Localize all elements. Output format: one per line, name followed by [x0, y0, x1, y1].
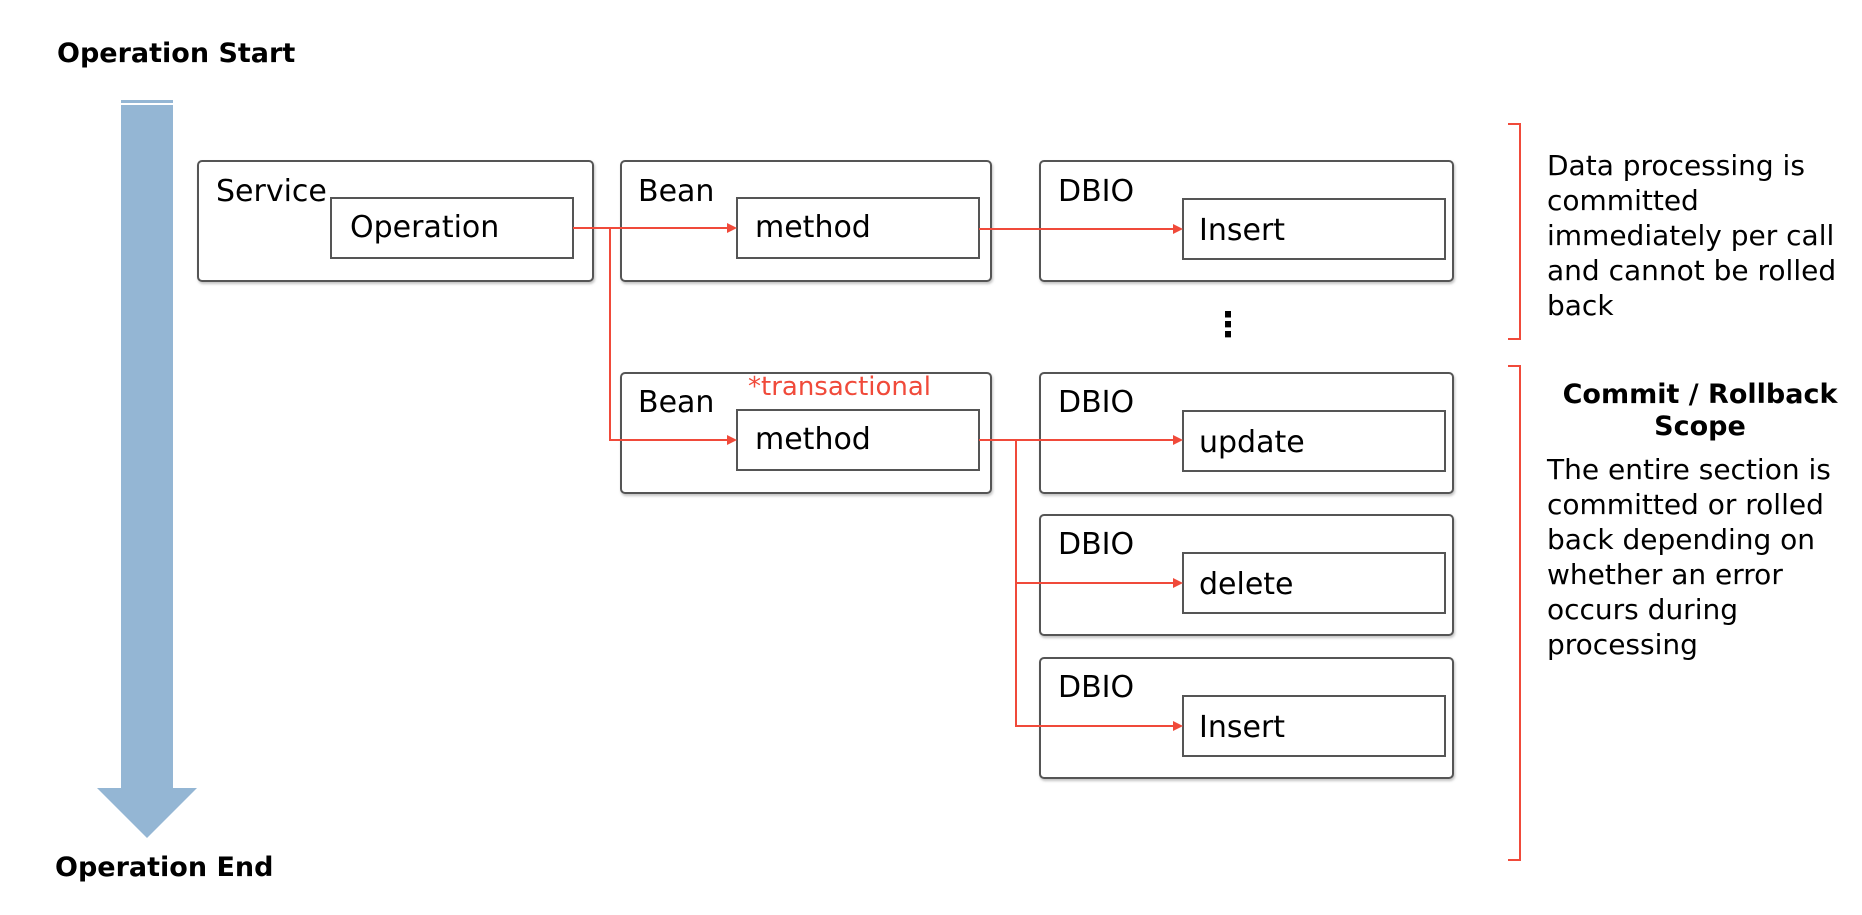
- insert-label-2: Insert: [1199, 710, 1286, 745]
- dbio-label-4: DBIO: [1058, 670, 1135, 705]
- delete-inner-box: [1182, 552, 1446, 614]
- method-label-top: method: [755, 210, 871, 245]
- flow-method-to-delete: [979, 439, 1183, 588]
- dbio-label-1: DBIO: [1058, 174, 1135, 209]
- flow-operation-to-method-bottom: [573, 227, 737, 445]
- update-inner-box: [1182, 410, 1446, 472]
- method-inner-box-top: [736, 197, 980, 259]
- service-label: Service: [216, 174, 327, 209]
- flow-method-to-insert-2: [1015, 583, 1183, 731]
- bean-label-bottom: Bean: [638, 385, 715, 420]
- scope-note: The entire section is committed or rolle…: [1547, 453, 1831, 661]
- method-inner-box-bottom: [736, 409, 980, 471]
- dbio-label-3: DBIO: [1058, 527, 1135, 562]
- operation-start-label: Operation Start: [57, 38, 296, 69]
- bracket-scope: [1508, 365, 1521, 861]
- bracket-immediate: [1508, 123, 1521, 340]
- transactional-annotation: *transactional: [748, 372, 932, 402]
- operation-end-label: Operation End: [55, 852, 274, 883]
- delete-label: delete: [1199, 567, 1294, 602]
- bean-label-top: Bean: [638, 174, 715, 209]
- immediate-commit-note: Data processing is committed immediately…: [1547, 149, 1837, 322]
- timeline-arrow: [97, 100, 197, 838]
- method-label-bottom: method: [755, 422, 871, 457]
- operation-label: Operation: [350, 210, 500, 245]
- ellipsis-icon: ⋮: [1211, 305, 1245, 345]
- insert-label-1: Insert: [1199, 213, 1286, 248]
- insert-inner-box-1: [1182, 198, 1446, 260]
- operation-inner-box: [330, 197, 574, 259]
- scope-title: Commit / Rollback Scope: [1562, 379, 1838, 442]
- dbio-label-2: DBIO: [1058, 385, 1135, 420]
- update-label: update: [1199, 425, 1305, 460]
- insert-inner-box-2: [1182, 695, 1446, 757]
